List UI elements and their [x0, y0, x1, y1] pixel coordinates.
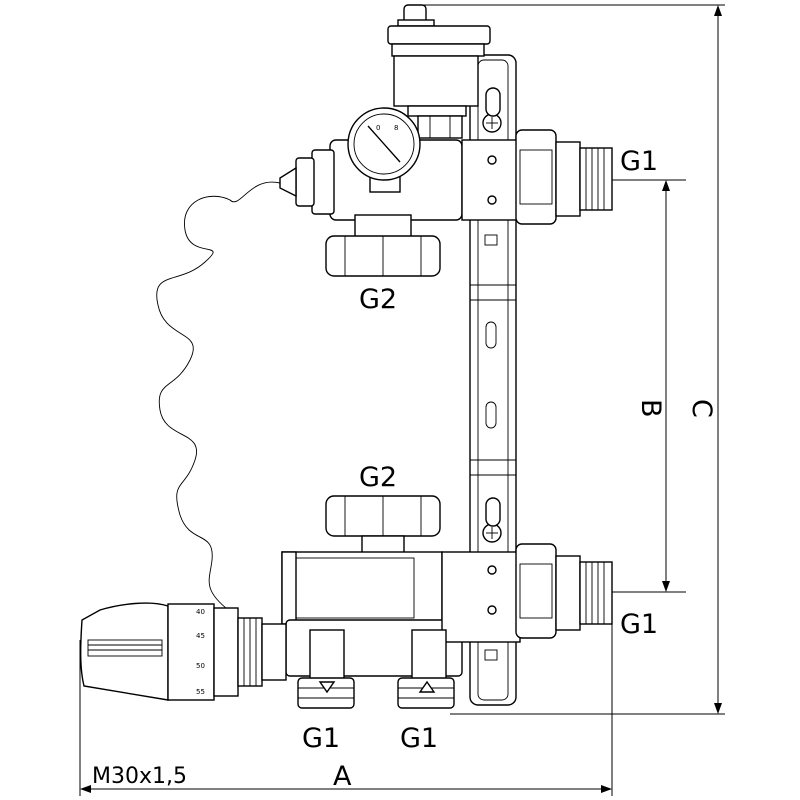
dimension-lines: [79, 4, 725, 796]
thermometer-gauge: 0 8: [347, 107, 421, 193]
scale-number-40: 40: [196, 608, 205, 616]
label-g1-top-right: G1: [620, 146, 658, 177]
scale-number-45: 45: [196, 632, 205, 640]
label-g1-bottom-left: G1: [302, 723, 340, 754]
scale-number-55: 55: [196, 688, 205, 696]
label-dimension-b: B: [635, 399, 666, 418]
scale-number-50: 50: [196, 662, 205, 670]
label-dimension-c: C: [686, 399, 717, 418]
bottom-g2-nut: [325, 495, 441, 559]
bottom-right-union: [515, 543, 613, 639]
label-thread-spec: M30x1,5: [92, 764, 187, 789]
gauge-mark-0: 0: [376, 124, 380, 132]
label-g1-bottom-center: G1: [400, 723, 438, 754]
bottom-outlet-fittings: [297, 629, 455, 709]
label-g1-bottom-right: G1: [620, 609, 658, 640]
top-right-union: [515, 129, 613, 225]
label-dimension-a: A: [333, 761, 352, 792]
label-g2-top: G2: [359, 284, 397, 315]
label-g2-middle: G2: [359, 462, 397, 493]
gauge-mark-8: 8: [394, 124, 398, 132]
thermostatic-head: 40 45 50 55: [79, 602, 287, 701]
capillary-wire: [156, 181, 281, 616]
air-vent: [387, 4, 491, 139]
top-g2-nut: [325, 235, 441, 277]
